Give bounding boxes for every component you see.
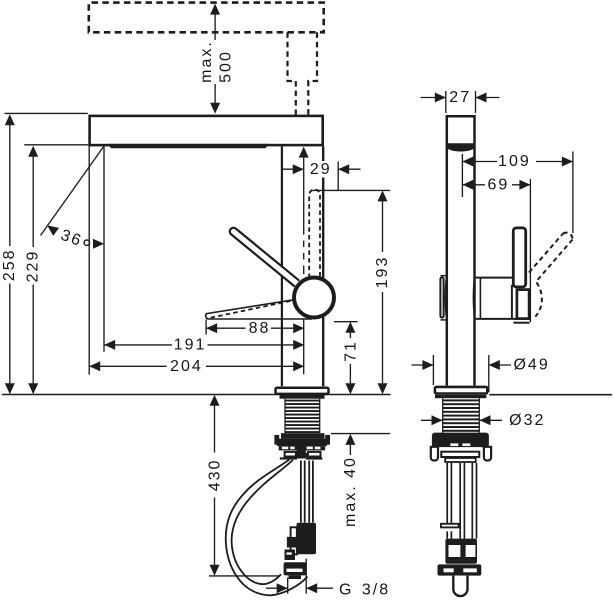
svg-text:229: 229 bbox=[25, 250, 42, 283]
svg-text:G: G bbox=[339, 582, 353, 599]
svg-text:3/8: 3/8 bbox=[362, 582, 390, 599]
svg-text:193: 193 bbox=[374, 256, 391, 289]
svg-text:max. 40: max. 40 bbox=[342, 456, 359, 527]
svg-text:430: 430 bbox=[206, 459, 223, 492]
svg-text:36: 36 bbox=[58, 227, 84, 250]
svg-text:29: 29 bbox=[310, 161, 332, 178]
svg-text:88: 88 bbox=[249, 320, 271, 337]
svg-text:191: 191 bbox=[174, 337, 207, 354]
svg-text:Ø49: Ø49 bbox=[513, 357, 549, 374]
svg-text:max.: max. bbox=[198, 40, 215, 83]
svg-text:69: 69 bbox=[488, 177, 510, 194]
svg-text:71: 71 bbox=[342, 340, 359, 362]
svg-text:204: 204 bbox=[170, 358, 203, 375]
svg-text:109: 109 bbox=[498, 153, 531, 170]
svg-text:Ø32: Ø32 bbox=[509, 412, 545, 429]
svg-text:500: 500 bbox=[217, 50, 234, 83]
svg-text:27: 27 bbox=[449, 89, 471, 106]
svg-text:258: 258 bbox=[1, 248, 18, 281]
